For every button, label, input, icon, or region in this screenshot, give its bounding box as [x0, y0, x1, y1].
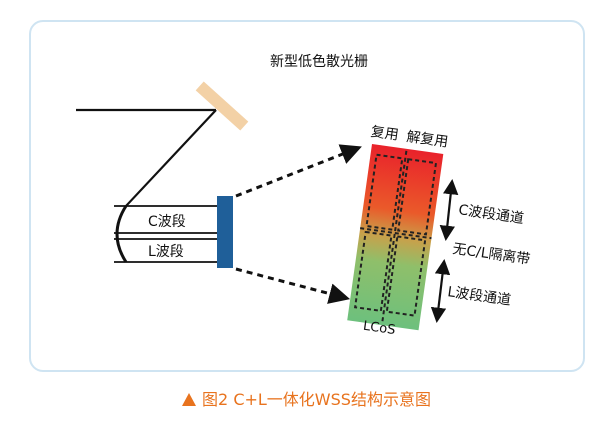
c-band-channel-label: C波段通道	[457, 202, 524, 227]
grating	[195, 81, 249, 131]
c-band-range-arrow	[439, 178, 459, 242]
lcos-panel	[347, 144, 444, 331]
caption-triangle-icon	[182, 393, 197, 406]
upper-dashed-arrow	[235, 144, 362, 198]
lower-dashed-arrow	[235, 267, 351, 304]
figure-caption: 图2 C+L一体化WSS结构示意图	[0, 386, 613, 410]
guard-band-label: 无C/L隔离带	[451, 240, 531, 268]
l-band-channel-label: L波段通道	[446, 284, 511, 309]
caption-text: 图2 C+L一体化WSS结构示意图	[202, 390, 431, 409]
lcos-label: LCoS	[362, 319, 396, 338]
wss-diagram: 新型低色散光栅 C波段 L波段 复用 解复用 LCoS C波段通道 无C/L隔离…	[76, 53, 531, 338]
c-band-port-label: C波段	[148, 214, 186, 230]
mux-label: 复用	[370, 123, 400, 144]
demux-label: 解复用	[405, 128, 449, 151]
diffracted-beam	[125, 109, 217, 207]
diagram-frame	[29, 20, 585, 372]
grating-label: 新型低色散光栅	[270, 53, 368, 70]
l-band-port-label: L波段	[148, 244, 184, 260]
port-bar	[217, 196, 233, 268]
l-band-range-arrow	[430, 258, 451, 324]
collimator-bracket	[115, 205, 128, 263]
